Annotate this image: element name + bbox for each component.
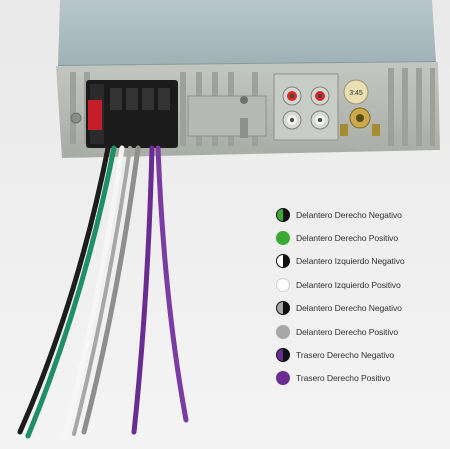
legend-label: Trasero Derecho Positivo [296, 373, 391, 384]
center-plate [187, 95, 267, 137]
wire-harness [17, 145, 189, 441]
wire-black [17, 145, 111, 435]
red-latch [88, 100, 102, 130]
chassis-top [58, 0, 436, 66]
wire-purple-black [155, 145, 189, 423]
sticker [343, 79, 369, 105]
wire-gray-dark [81, 145, 141, 435]
wire-green [25, 145, 117, 439]
wire-color-swatch-icon [276, 324, 290, 339]
rca-jacks [282, 86, 330, 130]
rca-block [273, 73, 339, 141]
wire-white [61, 145, 125, 441]
wire-purple [131, 145, 155, 435]
legend-item: Delantero Derecho Negativo [276, 203, 446, 226]
sticker-text: 3:45 [349, 90, 363, 97]
legend-label: Trasero Derecho Negativo [296, 350, 395, 361]
legend-label: Delantero Izquierdo Positivo [296, 279, 401, 290]
wire-color-swatch-icon [276, 301, 290, 316]
legend-label: Delantero Izquierdo Negativo [296, 256, 405, 267]
wire-color-swatch-icon [276, 348, 290, 363]
legend-label: Delantero Derecho Positivo [296, 326, 399, 337]
screw-icon [240, 96, 248, 104]
legend-item: Trasero Derecho Negativo [276, 343, 446, 366]
wire-color-swatch-icon [276, 231, 290, 246]
legend-item: Delantero Izquierdo Positivo [276, 273, 446, 296]
legend-label: Delantero Derecho Negativo [296, 209, 402, 220]
wire-color-swatch-icon [276, 371, 290, 386]
legend-label: Delantero Derecho Negativo [296, 303, 402, 314]
wire-color-swatch-icon [276, 277, 290, 292]
wire-gray [72, 146, 132, 436]
legend-item: Delantero Derecho Positivo [276, 320, 446, 343]
legend-item: Trasero Derecho Positivo [276, 367, 446, 390]
wire-color-swatch-icon [276, 207, 290, 222]
legend-item: Delantero Izquierdo Negativo [276, 250, 446, 273]
legend-item: Delantero Derecho Positivo [276, 226, 446, 249]
legend-item: Delantero Derecho Negativo [276, 297, 446, 320]
legend-label: Delantero Derecho Positivo [296, 233, 399, 244]
wiring-connector [86, 80, 178, 148]
mount-screw-icon [70, 112, 82, 124]
wire-color-swatch-icon [276, 254, 290, 269]
